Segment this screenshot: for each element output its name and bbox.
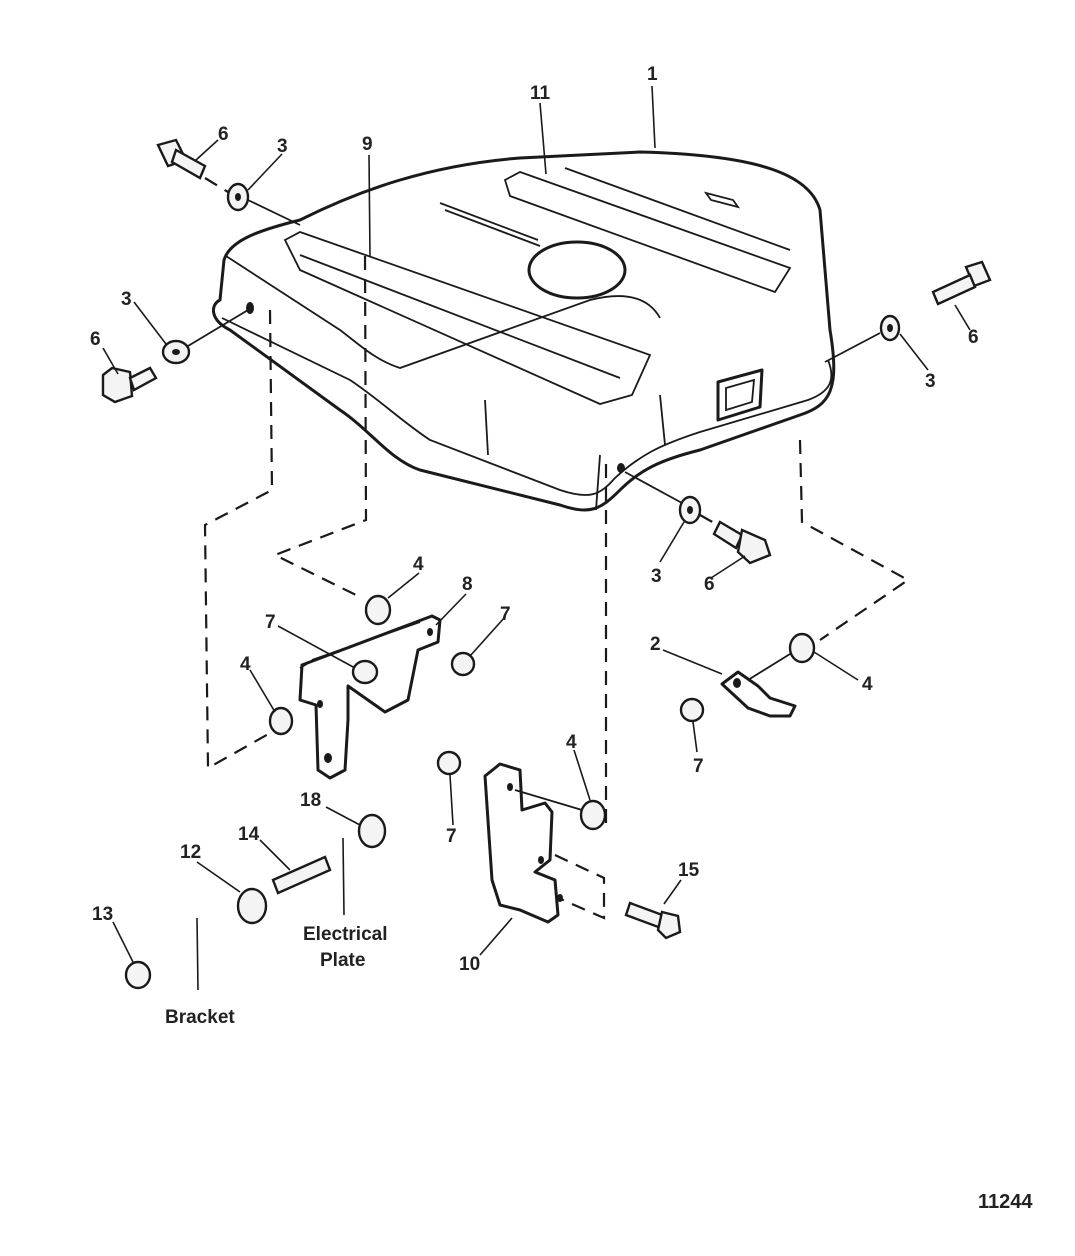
callout-7-bracket: 7 bbox=[265, 612, 276, 633]
callout-3-left: 3 bbox=[121, 289, 132, 310]
bracket-part-2 bbox=[720, 670, 797, 718]
label-electrical: Electrical bbox=[303, 924, 388, 945]
nut-7-middle bbox=[436, 750, 462, 776]
nut-part-13 bbox=[124, 960, 152, 990]
stud-part-14 bbox=[271, 855, 332, 895]
spacer-part-12 bbox=[236, 887, 268, 925]
callout-7-right-of-bracket: 7 bbox=[500, 604, 511, 625]
spacer-4-middle bbox=[579, 799, 607, 831]
washer-3-top-left bbox=[226, 182, 250, 212]
callout-7-right: 7 bbox=[693, 756, 704, 777]
callout-6-top-left: 6 bbox=[218, 124, 229, 145]
callout-4-left: 4 bbox=[240, 654, 251, 675]
electrical-plate-bracket-8 bbox=[298, 614, 442, 780]
callout-4-right: 4 bbox=[862, 674, 873, 695]
callout-13: 13 bbox=[92, 904, 113, 925]
nut-7-bracket bbox=[351, 659, 379, 685]
callout-3-right: 3 bbox=[925, 371, 936, 392]
callout-6-right: 6 bbox=[968, 327, 979, 348]
callout-3-top-left: 3 bbox=[277, 136, 288, 157]
callout-3-front: 3 bbox=[651, 566, 662, 587]
callout-9: 9 bbox=[362, 134, 373, 155]
screw-6-front bbox=[712, 520, 772, 565]
callout-14: 14 bbox=[238, 824, 260, 845]
spacer-4-upper bbox=[364, 594, 392, 626]
screw-6-right bbox=[931, 260, 992, 306]
callout-8: 8 bbox=[462, 574, 473, 595]
callout-18: 18 bbox=[300, 790, 321, 811]
callout-2: 2 bbox=[650, 634, 661, 655]
cover-part-1 bbox=[211, 150, 836, 512]
figure-number: 11244 bbox=[978, 1191, 1033, 1213]
callout-4-upper: 4 bbox=[413, 554, 424, 575]
nut-7-right-of-bracket bbox=[450, 651, 476, 677]
spacer-part-18 bbox=[357, 813, 387, 849]
callout-10: 10 bbox=[459, 954, 480, 975]
washer-3-right bbox=[879, 314, 901, 342]
label-bracket: Bracket bbox=[165, 1007, 235, 1028]
label-plate: Plate bbox=[320, 950, 365, 971]
bracket-part-10 bbox=[483, 762, 563, 924]
nut-7-right bbox=[679, 697, 705, 723]
callout-6-left: 6 bbox=[90, 329, 101, 350]
callout-4-middle: 4 bbox=[566, 732, 577, 753]
spacer-4-left bbox=[268, 706, 294, 736]
spacer-4-right bbox=[788, 632, 816, 664]
bolt-part-15 bbox=[624, 901, 682, 940]
callout-15: 15 bbox=[678, 860, 700, 881]
callout-12: 12 bbox=[180, 842, 201, 863]
screw-6-left bbox=[101, 366, 158, 404]
washer-3-left bbox=[161, 339, 191, 365]
callout-6-front: 6 bbox=[704, 574, 715, 595]
washer-3-front bbox=[678, 495, 702, 525]
callout-1: 1 bbox=[647, 64, 658, 85]
callout-7-middle: 7 bbox=[446, 826, 457, 847]
callout-11: 11 bbox=[530, 83, 551, 104]
screw-6-top-left bbox=[156, 138, 207, 180]
